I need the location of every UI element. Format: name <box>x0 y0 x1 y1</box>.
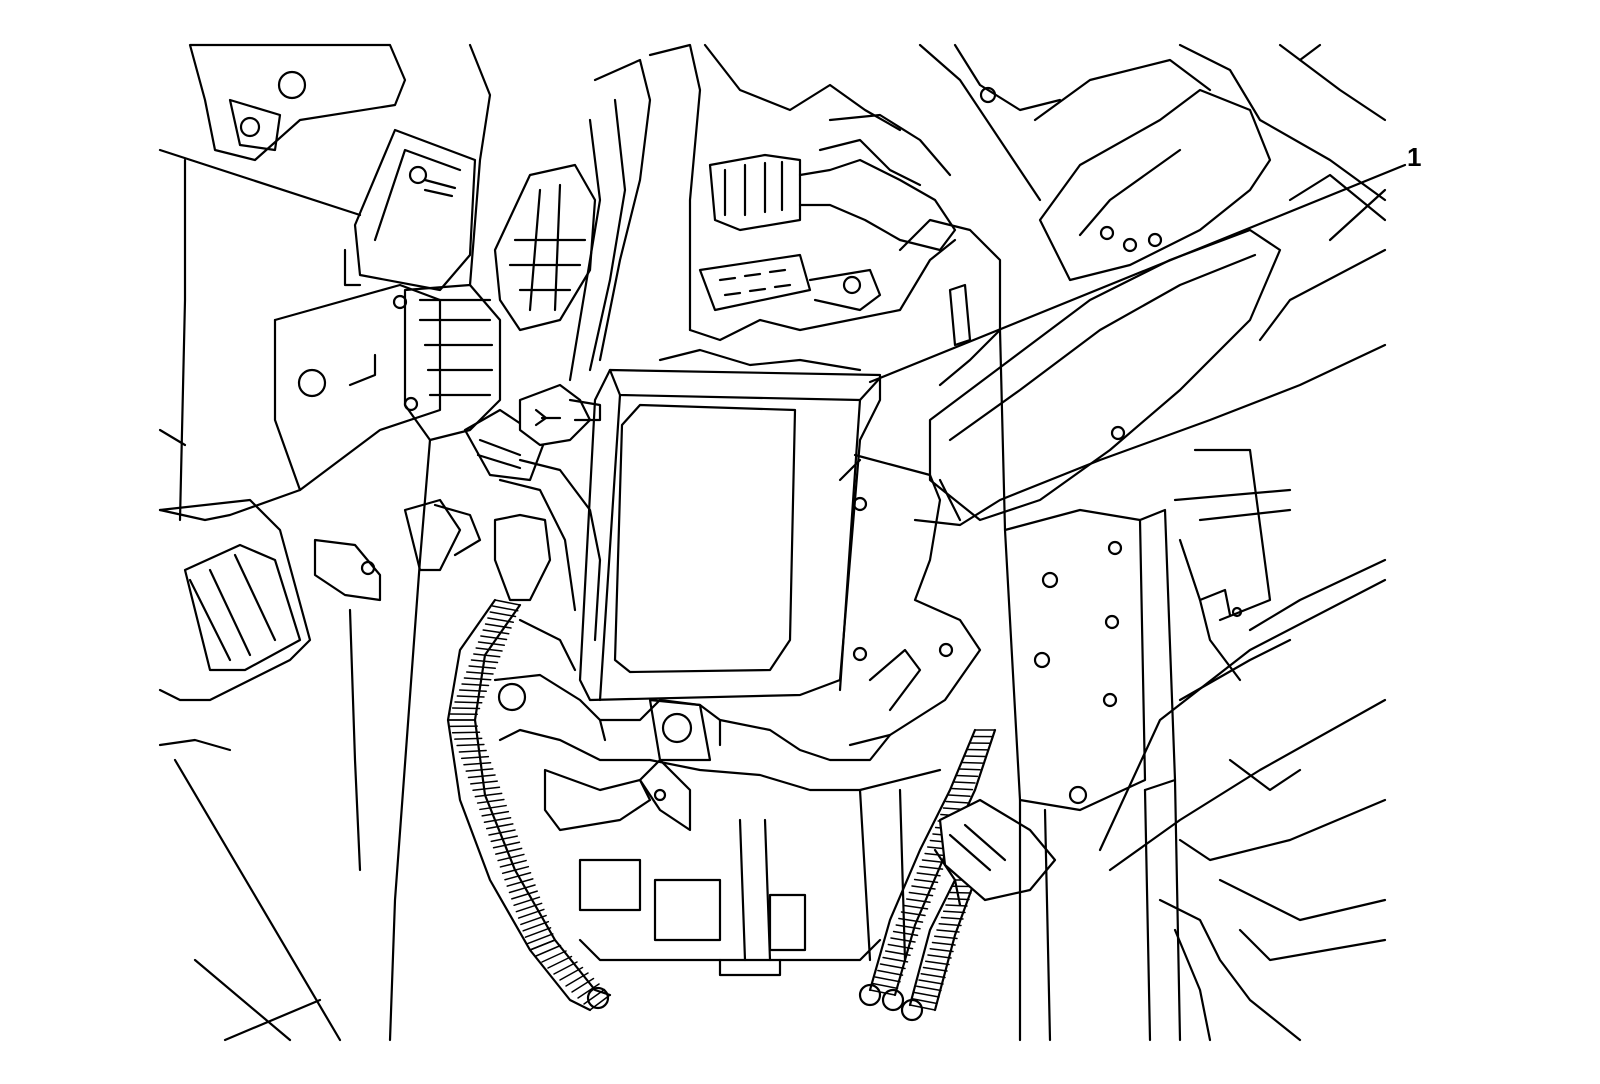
top-connector <box>708 113 957 252</box>
lower-right-connector <box>933 798 1057 907</box>
center-frame <box>658 218 1002 387</box>
right-frame <box>998 328 1182 1042</box>
mounting-bracket-left <box>343 128 477 292</box>
pedal <box>158 498 312 752</box>
callout-1: 1 <box>868 142 1421 384</box>
module-bracket-right <box>838 453 982 747</box>
electronic-control-module <box>578 368 882 702</box>
lower-center-components <box>543 758 907 977</box>
small-clip-bracket <box>313 498 482 602</box>
right-upper-bracket <box>1033 58 1272 282</box>
right-upper-arm <box>913 228 1387 527</box>
lower-left-bracket <box>158 283 442 522</box>
callout-label-1: 1 <box>1407 142 1421 172</box>
upper-left-panel <box>158 43 407 522</box>
harness-clips <box>493 383 602 672</box>
right-edge-details <box>1098 448 1387 1042</box>
right-corrugated-conduits <box>858 728 997 1022</box>
perforated-bracket <box>493 163 882 332</box>
left-corrugated-conduit <box>446 598 612 1012</box>
module-bracket-bottom <box>493 673 942 792</box>
top-right-outline <box>918 43 1387 342</box>
ribbed-bracket <box>403 283 547 482</box>
column-lines <box>173 43 492 1042</box>
